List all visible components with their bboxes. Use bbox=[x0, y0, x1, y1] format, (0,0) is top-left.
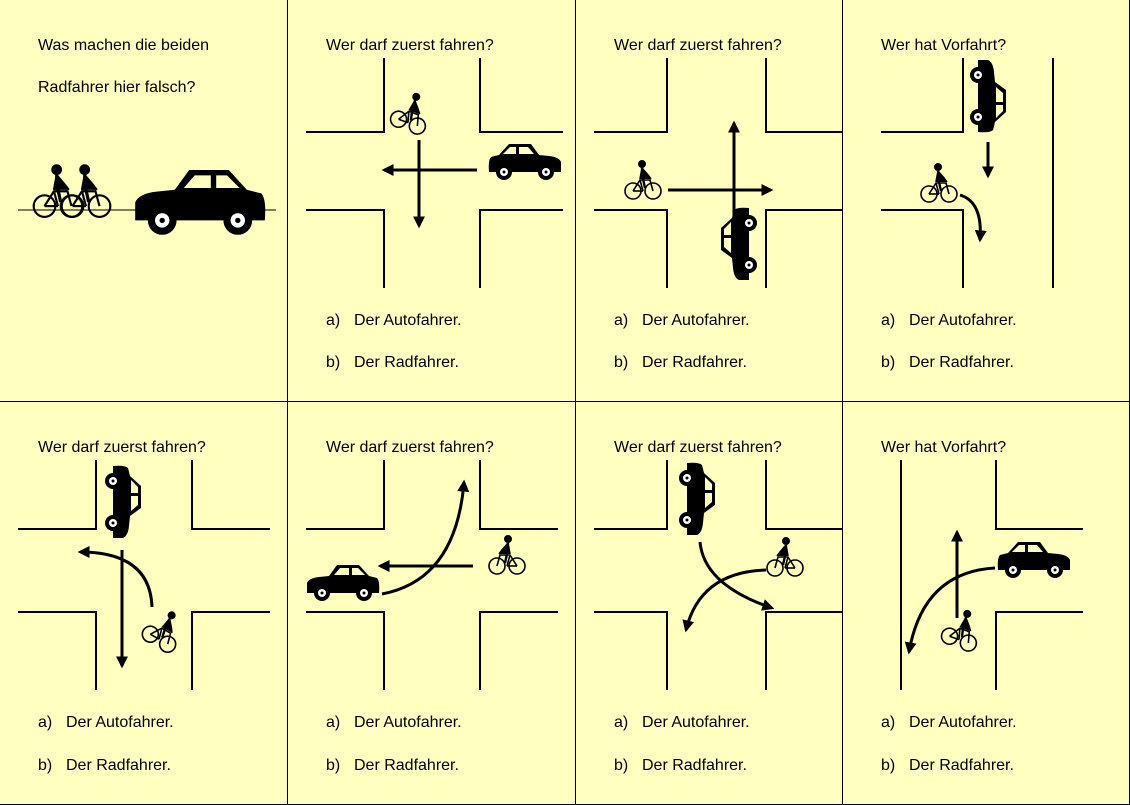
answer-option-text: Der Autofahrer. bbox=[909, 312, 1017, 329]
answer-option-letter: a) bbox=[38, 714, 53, 731]
arrow-icon bbox=[959, 193, 987, 243]
question-card: Wer hat Vorfahrt? a) Der Autofahrer. b) Der … bbox=[843, 0, 1130, 402]
answer-option[interactable]: a) Der Autofahrer. bbox=[326, 311, 462, 330]
answer-option-text: Der Autofahrer. bbox=[909, 714, 1017, 731]
question-text-line-2: Radfahrer hier falsch? bbox=[38, 79, 196, 96]
answer-option-text: Der Radfahrer. bbox=[909, 757, 1014, 774]
road-intersection bbox=[306, 460, 558, 690]
cyclist-icon bbox=[32, 164, 84, 218]
car-icon bbox=[135, 170, 266, 235]
cyclist-icon bbox=[488, 534, 526, 575]
answer-option-text: Der Autofahrer. bbox=[642, 714, 750, 731]
arrow-icon bbox=[77, 546, 154, 608]
question-text: Wer darf zuerst fahren? bbox=[38, 439, 206, 456]
cyclist-icon bbox=[766, 536, 804, 577]
road-intersection bbox=[594, 58, 843, 288]
question-card: Wer darf zuerst fahren? a) Der Autofahrer.… bbox=[288, 402, 576, 805]
arrow-icon bbox=[682, 568, 767, 633]
answer-option-letter: b) bbox=[614, 354, 629, 371]
cyclist-icon bbox=[624, 159, 662, 200]
answer-option-text: Der Radfahrer. bbox=[642, 354, 747, 371]
road-intersection bbox=[594, 460, 843, 690]
answer-option-letter: a) bbox=[326, 312, 341, 329]
road-t-junction bbox=[900, 460, 1083, 690]
traffic-scene bbox=[306, 460, 558, 690]
answer-option[interactable]: b) Der Radfahrer. bbox=[614, 756, 747, 775]
car-icon bbox=[970, 60, 1006, 133]
answer-option[interactable]: a) Der Autofahrer. bbox=[614, 311, 750, 330]
answer-option-letter: b) bbox=[326, 354, 341, 371]
answer-option[interactable]: a) Der Autofahrer. bbox=[326, 713, 462, 732]
road-intersection bbox=[18, 460, 270, 690]
question-card: Wer darf zuerst fahren? a) Der Autofahrer.… bbox=[0, 402, 288, 805]
answer-option[interactable]: b) Der Radfahrer. bbox=[326, 353, 459, 372]
cyclist-icon bbox=[940, 609, 978, 652]
answer-option-text: Der Autofahrer. bbox=[642, 312, 750, 329]
question-card: Wer darf zuerst fahren? a) Der Autofahrer.… bbox=[288, 0, 576, 402]
answer-option-text: Der Radfahrer. bbox=[642, 757, 747, 774]
answer-option[interactable]: a) Der Autofahrer. bbox=[881, 713, 1017, 732]
question-text: Wer darf zuerst fahren? bbox=[614, 439, 782, 456]
arrow-icon bbox=[904, 566, 996, 655]
traffic-scene bbox=[594, 460, 843, 690]
arrow-icon bbox=[381, 479, 470, 596]
question-text: Was machen die beiden bbox=[38, 37, 210, 54]
answer-option[interactable]: b) Der Radfahrer. bbox=[614, 353, 747, 372]
car-icon bbox=[997, 542, 1070, 578]
answer-option-text: Der Radfahrer. bbox=[909, 354, 1014, 371]
answer-option[interactable]: a) Der Autofahrer. bbox=[881, 311, 1017, 330]
road-t-junction bbox=[881, 58, 1054, 288]
question-text: Wer darf zuerst fahren? bbox=[614, 37, 782, 54]
traffic-scene bbox=[306, 58, 563, 288]
traffic-scene bbox=[594, 58, 843, 288]
answer-option-letter: a) bbox=[326, 714, 341, 731]
answer-option-letter: b) bbox=[614, 757, 629, 774]
car-icon bbox=[679, 462, 715, 535]
cyclist-icon bbox=[60, 164, 112, 218]
question-text: Wer hat Vorfahrt? bbox=[881, 37, 1007, 54]
answer-option-letter: a) bbox=[881, 312, 896, 329]
question-text: Wer darf zuerst fahren? bbox=[326, 37, 494, 54]
question-card: Wer darf zuerst fahren? a) Der Autofahrer.… bbox=[576, 0, 843, 402]
answer-option-letter: b) bbox=[881, 354, 896, 371]
answer-option-letter: a) bbox=[614, 312, 629, 329]
answer-option-letter: b) bbox=[326, 757, 341, 774]
answer-option-text: Der Autofahrer. bbox=[66, 714, 174, 731]
car-icon bbox=[488, 144, 561, 180]
answer-option-text: Der Radfahrer. bbox=[354, 354, 459, 371]
answer-option[interactable]: b) Der Radfahrer. bbox=[326, 756, 459, 775]
cyclist-icon bbox=[141, 611, 177, 653]
cyclist-icon bbox=[920, 162, 958, 203]
answer-option-text: Der Radfahrer. bbox=[66, 757, 171, 774]
car-icon bbox=[307, 565, 380, 601]
traffic-scene bbox=[18, 460, 270, 690]
answer-option-letter: b) bbox=[38, 757, 53, 774]
answer-option-letter: b) bbox=[881, 757, 896, 774]
question-text: Wer hat Vorfahrt? bbox=[881, 439, 1007, 456]
cyclist-icon bbox=[389, 92, 427, 135]
answer-option-letter: a) bbox=[881, 714, 896, 731]
answer-option[interactable]: a) Der Autofahrer. bbox=[614, 713, 750, 732]
answer-option-text: Der Autofahrer. bbox=[354, 312, 462, 329]
car-icon bbox=[721, 207, 757, 280]
question-card: Wer hat Vorfahrt? a) Der Autofahrer. b) Der … bbox=[843, 402, 1130, 805]
answer-option[interactable]: b) Der Radfahrer. bbox=[38, 756, 171, 775]
answer-option-letter: a) bbox=[614, 714, 629, 731]
traffic-scene bbox=[881, 58, 1054, 288]
answer-option[interactable]: a) Der Autofahrer. bbox=[38, 713, 174, 732]
traffic-scene bbox=[900, 460, 1083, 690]
answer-option-text: Der Radfahrer. bbox=[354, 757, 459, 774]
question-card: Wer darf zuerst fahren? a) Der Autofahrer.… bbox=[576, 402, 843, 805]
traffic-scene bbox=[18, 164, 276, 235]
answer-option-text: Der Autofahrer. bbox=[354, 714, 462, 731]
answer-option[interactable]: b) Der Radfahrer. bbox=[881, 353, 1014, 372]
question-text: Wer darf zuerst fahren? bbox=[326, 439, 494, 456]
road-intersection bbox=[306, 58, 563, 288]
answer-option[interactable]: b) Der Radfahrer. bbox=[881, 756, 1014, 775]
car-icon bbox=[105, 465, 141, 538]
